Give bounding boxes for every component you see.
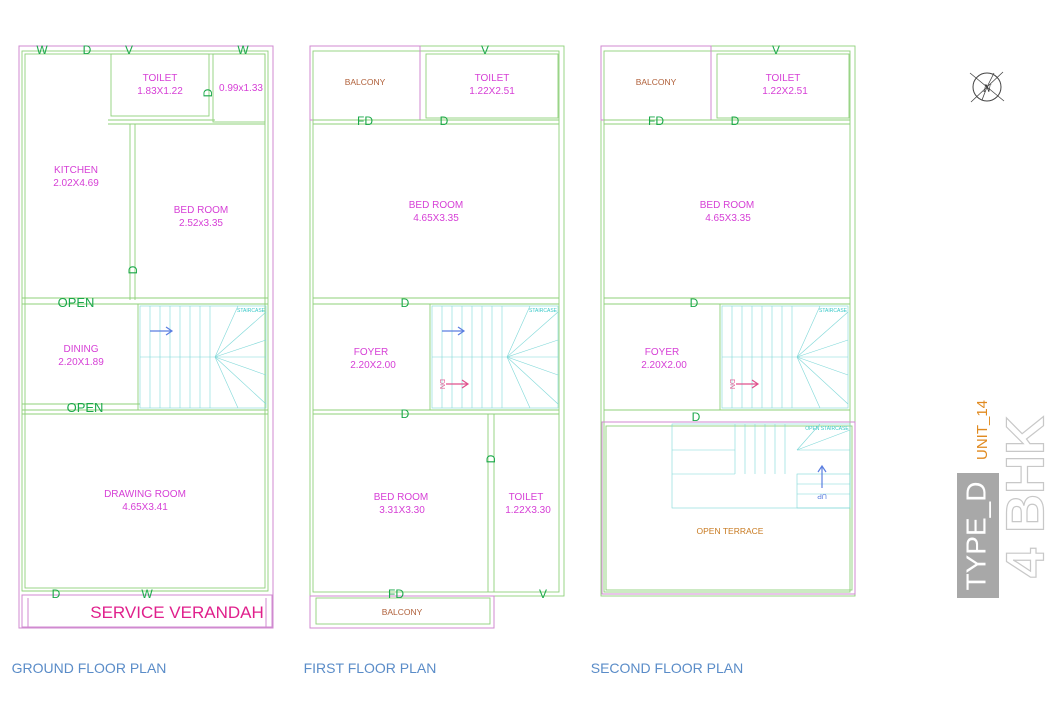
open-label: OPEN: [67, 400, 104, 415]
door-mark: D: [690, 296, 699, 310]
dn-label: DN: [728, 379, 735, 389]
room-name: BED ROOM: [409, 200, 463, 211]
room-name: BED ROOM: [174, 205, 228, 216]
french-door-mark: FD: [388, 587, 404, 601]
room-name: KITCHEN: [54, 165, 98, 176]
room-size: 2.52x3.35: [179, 218, 223, 229]
window-mark: W: [237, 43, 249, 57]
door-mark: D: [83, 43, 92, 57]
room-size: 0.99x1.33: [219, 83, 263, 94]
room-name: DINING: [64, 344, 99, 355]
service-verandah-label: SERVICE VERANDAH: [90, 603, 264, 622]
room-size: 2.20X1.89: [58, 357, 104, 368]
up-arrow-icon: [442, 326, 466, 336]
down-arrow-icon: [446, 379, 470, 389]
french-door-mark: FD: [357, 114, 373, 128]
door-mark: D: [401, 407, 410, 421]
ventilator-mark: V: [539, 587, 547, 601]
door-mark: D: [440, 114, 449, 128]
room-size: 1.22X3.30: [505, 505, 551, 516]
window-mark: W: [141, 587, 153, 601]
room-size: 4.65X3.35: [413, 213, 459, 224]
ventilator-mark: V: [481, 43, 489, 57]
staircase-label: STAIRCASE: [237, 308, 266, 314]
room-size: 2.02X4.69: [53, 178, 99, 189]
dn-label: DN: [438, 379, 445, 389]
plan-title: GROUND FLOOR PLAN: [12, 660, 167, 676]
second-floor-plan: DN STAIRCASE UP OPEN STAIRCASE BALCONY T…: [591, 43, 856, 676]
balcony-label: BALCONY: [382, 607, 423, 617]
up-arrow-icon: [817, 464, 827, 488]
door-mark: D: [484, 454, 498, 463]
room-size: 4.65X3.35: [705, 213, 751, 224]
door-mark: D: [201, 88, 215, 97]
bhk-label: 4 BHK: [995, 416, 1052, 578]
ventilator-mark: V: [772, 43, 780, 57]
north-label: N: [982, 81, 992, 95]
unit-label: UNIT_14: [974, 400, 991, 460]
room-name: BED ROOM: [374, 492, 428, 503]
door-mark: D: [731, 114, 740, 128]
type-box: [957, 473, 999, 598]
ventilator-mark: V: [125, 43, 133, 57]
ground-floor-plan: STAIRCASE TOILET 1.83X1.22 0.99x1.33 KIT…: [12, 43, 274, 676]
type-label: TYPE_D: [960, 482, 991, 591]
room-size: 1.83X1.22: [137, 86, 183, 97]
door-mark: D: [692, 410, 701, 424]
plan-title: SECOND FLOOR PLAN: [591, 660, 743, 676]
second-staircase: DN STAIRCASE: [721, 305, 849, 409]
ground-staircase: STAIRCASE: [139, 305, 267, 409]
room-name: TOILET: [509, 492, 544, 503]
unit-title-block: TYPE_D UNIT_14 4 BHK: [957, 400, 1052, 598]
french-door-mark: FD: [648, 114, 664, 128]
door-mark: D: [401, 296, 410, 310]
staircase-label: STAIRCASE: [819, 308, 848, 314]
balcony-label: BALCONY: [636, 77, 677, 87]
up-arrow-icon: [150, 326, 174, 336]
open-label: OPEN: [58, 295, 95, 310]
room-size: 2.20X2.00: [350, 360, 396, 371]
room-name: BED ROOM: [700, 200, 754, 211]
open-staircase: UP OPEN STAIRCASE: [671, 423, 851, 509]
plan-title: FIRST FLOOR PLAN: [304, 660, 437, 676]
room-name: DRAWING ROOM: [104, 489, 186, 500]
down-arrow-icon: [736, 379, 760, 389]
first-floor-plan: DN STAIRCASE BALCONY TOILET 1.22X2.51 BE…: [304, 43, 565, 676]
staircase-label: STAIRCASE: [529, 308, 558, 314]
room-name: FOYER: [645, 347, 679, 358]
room-name: TOILET: [766, 73, 801, 84]
open-terrace-label: OPEN TERRACE: [697, 526, 764, 536]
room-size: 2.20X2.00: [641, 360, 687, 371]
open-staircase-label: OPEN STAIRCASE: [805, 426, 849, 432]
window-mark: W: [36, 43, 48, 57]
room-size: 1.22X2.51: [762, 86, 808, 97]
first-staircase: DN STAIRCASE: [431, 305, 559, 409]
door-mark: D: [52, 587, 61, 601]
room-name: TOILET: [475, 73, 510, 84]
room-name: FOYER: [354, 347, 388, 358]
room-name: TOILET: [143, 73, 178, 84]
room-size: 1.22X2.51: [469, 86, 515, 97]
balcony-label: BALCONY: [345, 77, 386, 87]
room-size: 4.65X3.41: [122, 502, 168, 513]
up-label: UP: [817, 492, 827, 499]
room-size: 3.31X3.30: [379, 505, 425, 516]
door-mark: D: [126, 265, 140, 274]
north-arrow-icon: N: [969, 71, 1005, 103]
